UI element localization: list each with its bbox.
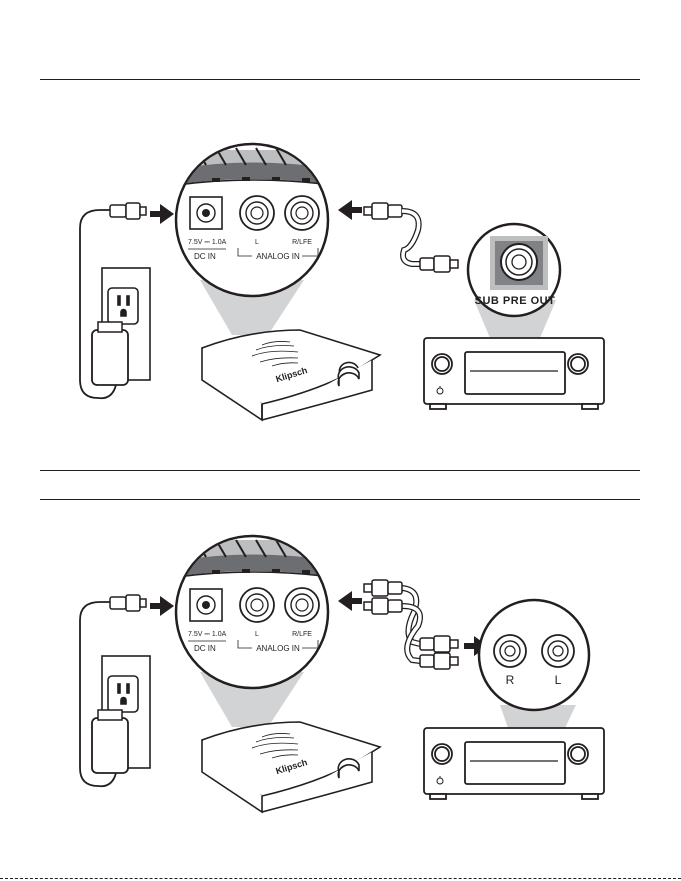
analog-in-label: ANALOG IN [256,252,300,261]
dc-in-label: DC IN [194,644,216,653]
dc-in-label: DC IN [194,252,216,261]
dc-plug-icon [110,595,146,611]
rca-jack-right-lfe [285,588,319,622]
left-jack-label: L [255,631,259,638]
stereo-rca-cable [364,580,458,669]
right-lfe-jack-label: R/LFE [292,631,312,638]
panel-sub-pre-out: Klipsch [80,144,604,420]
right-lfe-jack-label: R/LFE [292,239,312,246]
jack-panel-magnifier: 7.5V ⎓ 1.0A L R/LFE DC IN ANALOG IN [170,144,340,296]
arrow-into-dc-in [150,204,174,224]
jack-panel-magnifier: 7.5V ⎓ 1.0A L R/LFE DC IN ANALOG IN [170,536,340,688]
rca-output-left [542,635,574,667]
left-jack-label: L [255,239,259,246]
rca-jack-left [240,196,274,230]
panel-stereo-rl: Klipsch [80,536,604,812]
av-receiver-icon [424,728,604,799]
dc-in-rating-label: 7.5V ⎓ 1.0A [188,239,227,246]
sub-pre-out-label: SUB PRE OUT [475,295,556,307]
arrow-into-analog-in [338,200,362,220]
sub-pre-out-magnifier: SUB PRE OUT [468,224,560,316]
arrow-into-dc-in [150,596,174,616]
analog-in-label: ANALOG IN [256,644,300,653]
power-adapter-icon [92,710,128,773]
dc-plug-icon [110,203,146,219]
rl-outputs-magnifier: R L [479,600,589,710]
rca-jack-left [240,588,274,622]
rca-output-right [494,635,526,667]
power-adapter-icon [92,322,128,385]
rca-cable [364,203,458,272]
dc-in-rating-label: 7.5V ⎓ 1.0A [188,631,227,638]
right-output-label: R [506,673,515,687]
left-output-label: L [555,673,562,687]
rca-jack-right-lfe [285,196,319,230]
av-receiver-icon [424,338,604,409]
arrow-into-analog-in [338,591,362,611]
